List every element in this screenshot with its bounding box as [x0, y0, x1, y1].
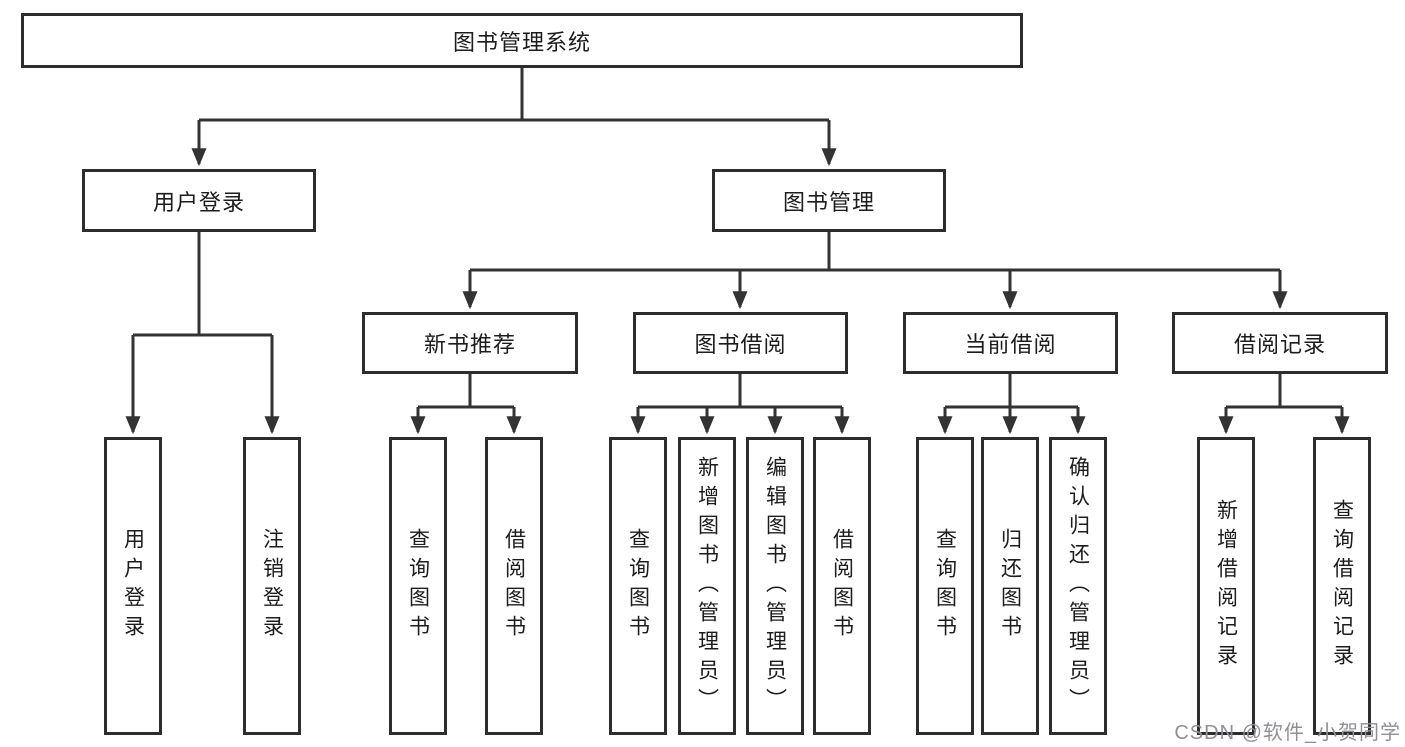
node-user-login-branch: 用户登录 [82, 169, 316, 232]
leaf-records-query-record: 查询借阅记录 [1313, 437, 1371, 735]
node-label: 查询图书 [626, 528, 650, 644]
node-label: 编辑图书（管理员） [763, 455, 787, 717]
node-label: 借阅记录 [1233, 332, 1326, 357]
node-label: 注销登录 [260, 528, 284, 644]
node-label: 借阅图书 [502, 528, 526, 644]
leaf-borrowing-borrow-books: 借阅图书 [813, 437, 871, 735]
node-label: 归还图书 [998, 528, 1022, 644]
node-library-system-root: 图书管理系统 [21, 13, 1023, 68]
leaf-user-login: 用户登录 [104, 437, 162, 735]
leaf-newbooks-borrow-books: 借阅图书 [485, 437, 543, 735]
node-label: 当前借阅 [964, 332, 1057, 357]
node-label: 新增图书（管理员） [695, 455, 719, 717]
leaf-records-add-record: 新增借阅记录 [1197, 437, 1255, 735]
node-current-borrowing: 当前借阅 [903, 312, 1118, 374]
node-label: 查询图书 [406, 528, 430, 644]
node-label: 图书管理系统 [452, 29, 591, 55]
leaf-newbooks-query-books: 查询图书 [389, 437, 447, 735]
leaf-current-query-books: 查询图书 [916, 437, 974, 735]
node-label: 用户登录 [152, 189, 245, 215]
leaf-borrowing-edit-books-admin: 编辑图书（管理员） [746, 437, 804, 735]
node-book-management-branch: 图书管理 [712, 169, 946, 232]
node-label: 确认归还（管理员） [1066, 455, 1090, 717]
leaf-current-return-books: 归还图书 [981, 437, 1039, 735]
node-label: 新增借阅记录 [1214, 499, 1238, 673]
node-borrowing-records: 借阅记录 [1172, 312, 1388, 374]
node-new-book-recommend: 新书推荐 [362, 312, 578, 374]
node-label: 查询借阅记录 [1330, 499, 1354, 673]
node-label: 借阅图书 [830, 528, 854, 644]
csdn-watermark: CSDN @软件_小贺同学 [1174, 722, 1401, 744]
node-book-borrowing: 图书借阅 [633, 312, 848, 374]
leaf-logout: 注销登录 [243, 437, 301, 735]
node-label: 查询图书 [933, 528, 957, 644]
leaf-borrowing-add-books-admin: 新增图书（管理员） [678, 437, 736, 735]
node-label: 图书管理 [782, 189, 875, 215]
node-label: 图书借阅 [694, 332, 787, 357]
leaf-borrowing-query-books: 查询图书 [609, 437, 667, 735]
leaf-current-confirm-return-admin: 确认归还（管理员） [1049, 437, 1107, 735]
node-label: 新书推荐 [423, 332, 516, 357]
node-label: 用户登录 [121, 528, 145, 644]
